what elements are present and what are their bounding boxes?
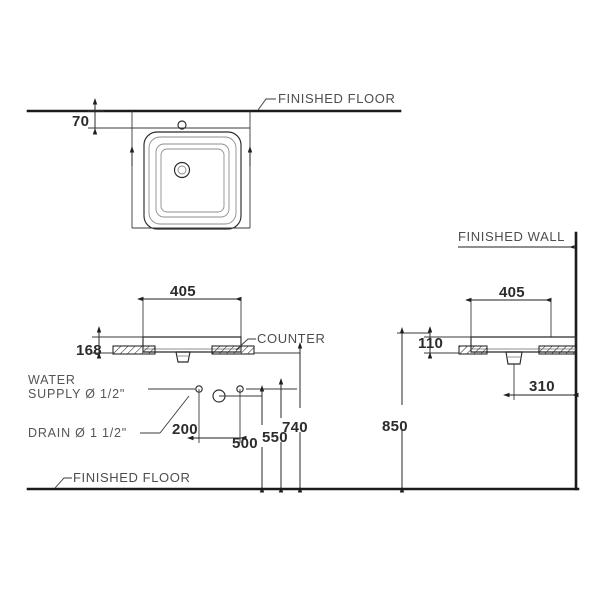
- dimension-70-group: [88, 98, 250, 135]
- drain-label: DRAIN Ø 1 1/2": [28, 426, 127, 440]
- dimension-200-group: [187, 389, 247, 443]
- drain-stub-front: [175, 351, 191, 363]
- dimension-740-value: 740: [282, 419, 308, 436]
- counter-slab-side: [424, 345, 577, 355]
- dimension-850-value: 850: [382, 418, 408, 435]
- counter-leader: [235, 338, 256, 351]
- dimension-310-group: [503, 364, 579, 400]
- side-view-group: FINISHED WALL 405: [382, 229, 579, 493]
- dimension-110-value: 110: [418, 335, 443, 352]
- dimension-70-value: 70: [72, 113, 89, 130]
- top-view-group: FINISHED FLOOR 70: [26, 91, 402, 230]
- dimension-168-group: [92, 326, 143, 359]
- water-supply-label-line2: SUPPLY Ø 1/2": [28, 387, 125, 401]
- faucet-hole-plan: [177, 120, 187, 130]
- dimension-110-group: [424, 326, 471, 359]
- finished-floor-label-top: FINISHED FLOOR: [278, 91, 395, 106]
- drain-stub-side: [505, 351, 523, 365]
- dimension-168-value: 168: [76, 342, 102, 359]
- finished-wall-label: FINISHED WALL: [458, 229, 565, 244]
- plan-projection-lines: [129, 111, 253, 229]
- dimension-850-group: [397, 327, 430, 493]
- dimension-200-value: 200: [172, 421, 198, 438]
- finished-floor-leader-top: [257, 98, 276, 111]
- drain-plan: [173, 161, 191, 179]
- drain-leader-d: [159, 395, 190, 434]
- dimension-405-side-group: [465, 297, 552, 337]
- finished-floor-leader-bottom: [54, 477, 72, 489]
- dimension-405-side-value: 405: [499, 284, 525, 301]
- counter-label: COUNTER: [257, 331, 325, 346]
- dimension-405-front-group: [137, 296, 242, 337]
- dimension-405-front-value: 405: [170, 283, 196, 300]
- dimension-500-group: [219, 385, 265, 493]
- dimension-500-value: 500: [232, 435, 258, 452]
- bottom-floor-group: FINISHED FLOOR: [26, 470, 580, 491]
- basin-plan-outline: [143, 131, 242, 230]
- dimension-550-value: 550: [262, 429, 288, 446]
- front-view-group: 405 168: [28, 283, 325, 493]
- counter-slab-front: [92, 345, 300, 355]
- water-supply-label-line1: WATER: [28, 373, 76, 387]
- finished-floor-label-bottom: FINISHED FLOOR: [73, 470, 190, 485]
- dimension-310-value: 310: [529, 378, 555, 395]
